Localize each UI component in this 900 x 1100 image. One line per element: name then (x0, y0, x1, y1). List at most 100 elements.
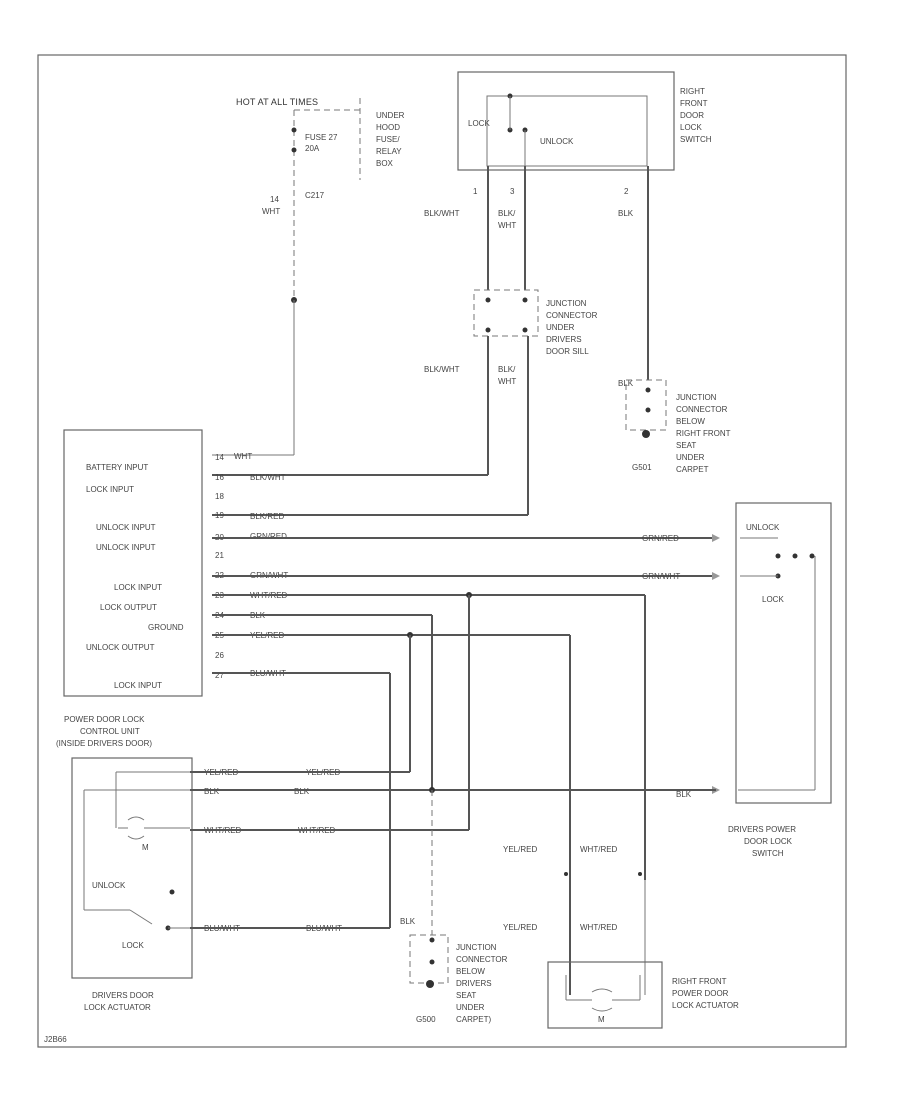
wire-grn-red-label: GRN/RED (642, 534, 679, 543)
jc-sill-label-2: CONNECTOR (546, 311, 598, 320)
fuse-box-label-3: FUSE/ (376, 135, 400, 144)
jc-drv-label-3: BELOW (456, 967, 485, 976)
cu-wire-grnred: GRN/RED (250, 532, 287, 541)
drv-lock-label: LOCK (122, 941, 144, 950)
jc-drv-label-4: DRIVERS (456, 979, 492, 988)
cu-label-1: POWER DOOR LOCK (64, 715, 145, 724)
rf-switch-label-5: SWITCH (680, 135, 712, 144)
fuse-box-label-1: UNDER (376, 111, 405, 120)
fuse-box-label-4: RELAY (376, 147, 402, 156)
jc-sill-label-3: UNDER (546, 323, 575, 332)
junction-connector-rf-seat: BLK JUNCTION CONNECTOR BELOW RIGHT FRONT… (618, 379, 731, 474)
cu-ground: GROUND (148, 623, 184, 632)
ds-label-1: DRIVERS POWER (728, 825, 796, 834)
rfa-wire-yelred-upper: YEL/RED (503, 845, 537, 854)
rf-lock-label: LOCK (468, 119, 490, 128)
fuse-rating: 20A (305, 144, 320, 153)
fuse-box-label-2: HOOD (376, 123, 400, 132)
jc-drv-label-2: CONNECTOR (456, 955, 508, 964)
cu-output-unlock: UNLOCK OUTPUT (86, 643, 155, 652)
rf-switch-label-3: DOOR (680, 111, 704, 120)
power-door-lock-control-unit: BATTERY INPUT LOCK INPUT UNLOCK INPUT UN… (56, 429, 288, 748)
cu-label-2: CONTROL UNIT (80, 727, 140, 736)
rf-wire-2b: WHT (498, 221, 516, 230)
rf-pin-1: 1 (473, 187, 478, 196)
cu-input-battery: BATTERY INPUT (86, 463, 148, 472)
drivers-door-lock-switch: UNLOCK LOCK DRIVERS POWER DOOR LOCK SWIT… (728, 502, 832, 858)
rfa-label-2: POWER DOOR (672, 989, 729, 998)
cu-output-lock: LOCK OUTPUT (100, 603, 157, 612)
ds-label-3: SWITCH (752, 849, 784, 858)
rfa-wire-whtred-lower: WHT/RED (580, 923, 618, 932)
jc-drv-wire: BLK (400, 917, 416, 926)
fuse-label: FUSE 27 (305, 133, 338, 142)
cu-wire-wht: WHT (234, 452, 252, 461)
junction-connector-drivers-seat: BLK JUNCTION CONNECTOR BELOW DRIVERS SEA… (400, 790, 508, 1024)
jc-drv-label-7: CARPET) (456, 1015, 491, 1024)
rf-wire-3: BLK (618, 209, 634, 218)
drv-unlock-label: UNLOCK (92, 881, 126, 890)
rf-door-lock-actuator: YEL/RED WHT/RED YEL/RED WHT/RED M RIGHT … (503, 845, 739, 1029)
rf-unlock-label: UNLOCK (540, 137, 574, 146)
cu-input-lock-2: LOCK INPUT (114, 583, 162, 592)
drv-wire-blk-r: BLK (294, 787, 310, 796)
jc-rf-label-3: BELOW (676, 417, 705, 426)
rf-switch-label-4: LOCK (680, 123, 702, 132)
rf-pin-2: 2 (624, 187, 629, 196)
jc-rf-label-6: UNDER (676, 453, 705, 462)
drv-wire-blk-l: BLK (204, 787, 220, 796)
jc-drv-label-1: JUNCTION (456, 943, 497, 952)
jc-rf-label-4: RIGHT FRONT (676, 429, 731, 438)
rf-wire-1: BLK/WHT (424, 209, 460, 218)
fuse-pin: 14 (270, 195, 279, 204)
cu-pin-21: 21 (215, 551, 224, 560)
jc-sill-wire-1: BLK/WHT (424, 365, 460, 374)
cu-label-3: (INSIDE DRIVERS DOOR) (56, 739, 152, 748)
cu-pin-26: 26 (215, 651, 224, 660)
jc-sill-wire-2b: WHT (498, 377, 516, 386)
fuse-box-label-5: BOX (376, 159, 394, 168)
junction-connector-door-sill: JUNCTION CONNECTOR UNDER DRIVERS DOOR SI… (424, 289, 598, 386)
cu-pin-18: 18 (215, 492, 224, 501)
ground-g501: G501 (632, 463, 652, 472)
rf-door-lock-switch: LOCK UNLOCK RIGHT FRONT DOOR LOCK SWITCH… (424, 71, 712, 230)
rf-switch-label-2: FRONT (680, 99, 708, 108)
jc-drv-label-6: UNDER (456, 1003, 485, 1012)
rf-switch-label-1: RIGHT (680, 87, 705, 96)
hot-at-all-times-label: HOT AT ALL TIMES (236, 97, 318, 107)
rfa-motor-label: M (598, 1015, 605, 1024)
jc-sill-label-4: DRIVERS (546, 335, 582, 344)
jc-rf-wire: BLK (618, 379, 634, 388)
cu-pin-14: 14 (215, 453, 224, 462)
jc-rf-label-2: CONNECTOR (676, 405, 728, 414)
rfa-wire-yelred-lower: YEL/RED (503, 923, 537, 932)
cu-pin-16: 16 (215, 473, 224, 482)
ds-lock-label: LOCK (762, 595, 784, 604)
cu-input-unlock-1: UNLOCK INPUT (96, 523, 156, 532)
drv-motor-label: M (142, 843, 149, 852)
drv-label-2: LOCK ACTUATOR (84, 1003, 151, 1012)
cu-input-unlock-2: UNLOCK INPUT (96, 543, 156, 552)
rfa-label-3: LOCK ACTUATOR (672, 1001, 739, 1010)
footer-code: J2B66 (44, 1035, 67, 1044)
jc-drv-label-5: SEAT (456, 991, 476, 1000)
cu-wire-blkwht: BLK/WHT (250, 473, 286, 482)
drivers-door-lock-actuator: M UNLOCK LOCK DRIVERS DOOR LOCK ACTUATOR… (71, 757, 342, 1012)
connector-c217: C217 (305, 191, 325, 200)
fuse-wire-color: WHT (262, 207, 280, 216)
cu-pin-19: 19 (215, 511, 224, 520)
diagram-frame (37, 54, 847, 1048)
ground-g500: G500 (416, 1015, 436, 1024)
jc-sill-label-1: JUNCTION (546, 299, 587, 308)
wire-grn-wht-label: GRN/WHT (642, 572, 680, 581)
cu-input-lock-1: LOCK INPUT (86, 485, 134, 494)
jc-rf-label-1: JUNCTION (676, 393, 717, 402)
cu-input-lock-3: LOCK INPUT (114, 681, 162, 690)
jc-sill-label-5: DOOR SILL (546, 347, 589, 356)
jc-sill-wire-2a: BLK/ (498, 365, 516, 374)
wire-blk-to-switch: BLK (676, 790, 692, 799)
jc-rf-label-7: CARPET (676, 465, 709, 474)
cu-pin-27: 27 (215, 671, 224, 680)
fuse-block: HOT AT ALL TIMES FUSE 27 20A UNDER HOOD … (212, 97, 405, 456)
